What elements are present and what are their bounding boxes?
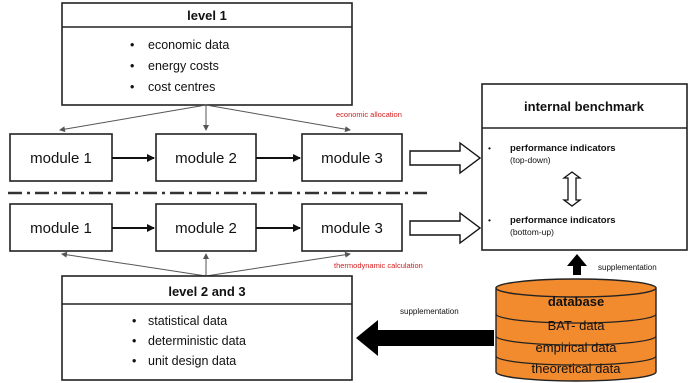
up-arrow-icon: [567, 254, 587, 275]
thermodynamic-calculation-label: thermodynamic calculation: [334, 261, 423, 270]
bottom-module-2-box: [155, 203, 257, 252]
level23-item-deterministic: deterministic data: [148, 334, 246, 348]
database-title: database: [548, 294, 604, 309]
database-body: [495, 287, 657, 382]
level1-item-energy-costs: energy costs: [148, 59, 219, 73]
benchmark-title: internal benchmark: [524, 99, 645, 114]
benchmark-bullet: •: [488, 215, 491, 225]
internal-benchmark-box: internal benchmark • performance indicat…: [481, 83, 688, 251]
double-headed-arrow-icon: [562, 171, 582, 207]
top-down-label: (top-down): [510, 155, 551, 165]
database-layer-bat: BAT- data: [548, 318, 606, 333]
bottom-module-1-label: module 1: [30, 220, 92, 237]
level1-item-cost-centres: cost centres: [148, 80, 215, 94]
bottom-up-indicator-label: performance indicators: [510, 215, 616, 226]
economic-allocation-label: economic allocation: [336, 110, 402, 119]
top-module-1-box: [9, 133, 113, 182]
top-to-benchmark-arrow: [409, 141, 482, 175]
supplementation-label-benchmark: supplementation: [598, 263, 657, 272]
database-cylinder: database BAT- data empirical data theore…: [495, 278, 657, 382]
level1-item-economic-data: economic data: [148, 38, 229, 52]
supplementation-label-level: supplementation: [400, 307, 459, 316]
bottom-to-benchmark-arrow: [409, 211, 482, 245]
level23-item-statistical: statistical data: [148, 314, 227, 328]
bottom-module-1-box: [9, 203, 113, 252]
top-module-1-label: module 1: [30, 150, 92, 167]
level1-title: level 1: [187, 8, 227, 23]
database-layer-theoretical: theoretical data: [532, 361, 622, 376]
top-module-2-box: [155, 133, 257, 182]
top-module-3-label: module 3: [321, 150, 383, 167]
level23-bullet: •: [132, 314, 136, 328]
level1-box: level 1 • economic data • energy costs •…: [61, 2, 353, 106]
benchmark-bullet: •: [488, 143, 491, 153]
top-down-indicator-label: performance indicators: [510, 143, 616, 154]
level1-bullet: •: [130, 59, 134, 73]
level23-bullet: •: [132, 334, 136, 348]
level23-to-modules-arrows: [61, 251, 351, 277]
level23-title: level 2 and 3: [168, 284, 245, 299]
level1-bullet: •: [130, 38, 134, 52]
bottom-module-3-box: [301, 203, 403, 252]
top-module-2-label: module 2: [175, 150, 237, 167]
bottom-up-label: (bottom-up): [510, 227, 554, 237]
level23-item-unit-design: unit design data: [148, 354, 236, 368]
bottom-module-2-label: module 2: [175, 220, 237, 237]
db-to-level-arrow: [356, 320, 494, 356]
level1-to-modules-arrows: [59, 104, 351, 133]
bottom-modules-row: module 1 module 2 module 3: [9, 203, 403, 252]
level1-bullet: •: [130, 80, 134, 94]
level23-bullet: •: [132, 354, 136, 368]
bottom-module-3-label: module 3: [321, 220, 383, 237]
database-top: [495, 278, 657, 298]
top-modules-row: module 1 module 2 module 3: [9, 133, 403, 182]
top-module-3-box: [301, 133, 403, 182]
level23-box: level 2 and 3 • statistical data • deter…: [61, 275, 353, 381]
database-layer-empirical: empirical data: [536, 340, 618, 355]
